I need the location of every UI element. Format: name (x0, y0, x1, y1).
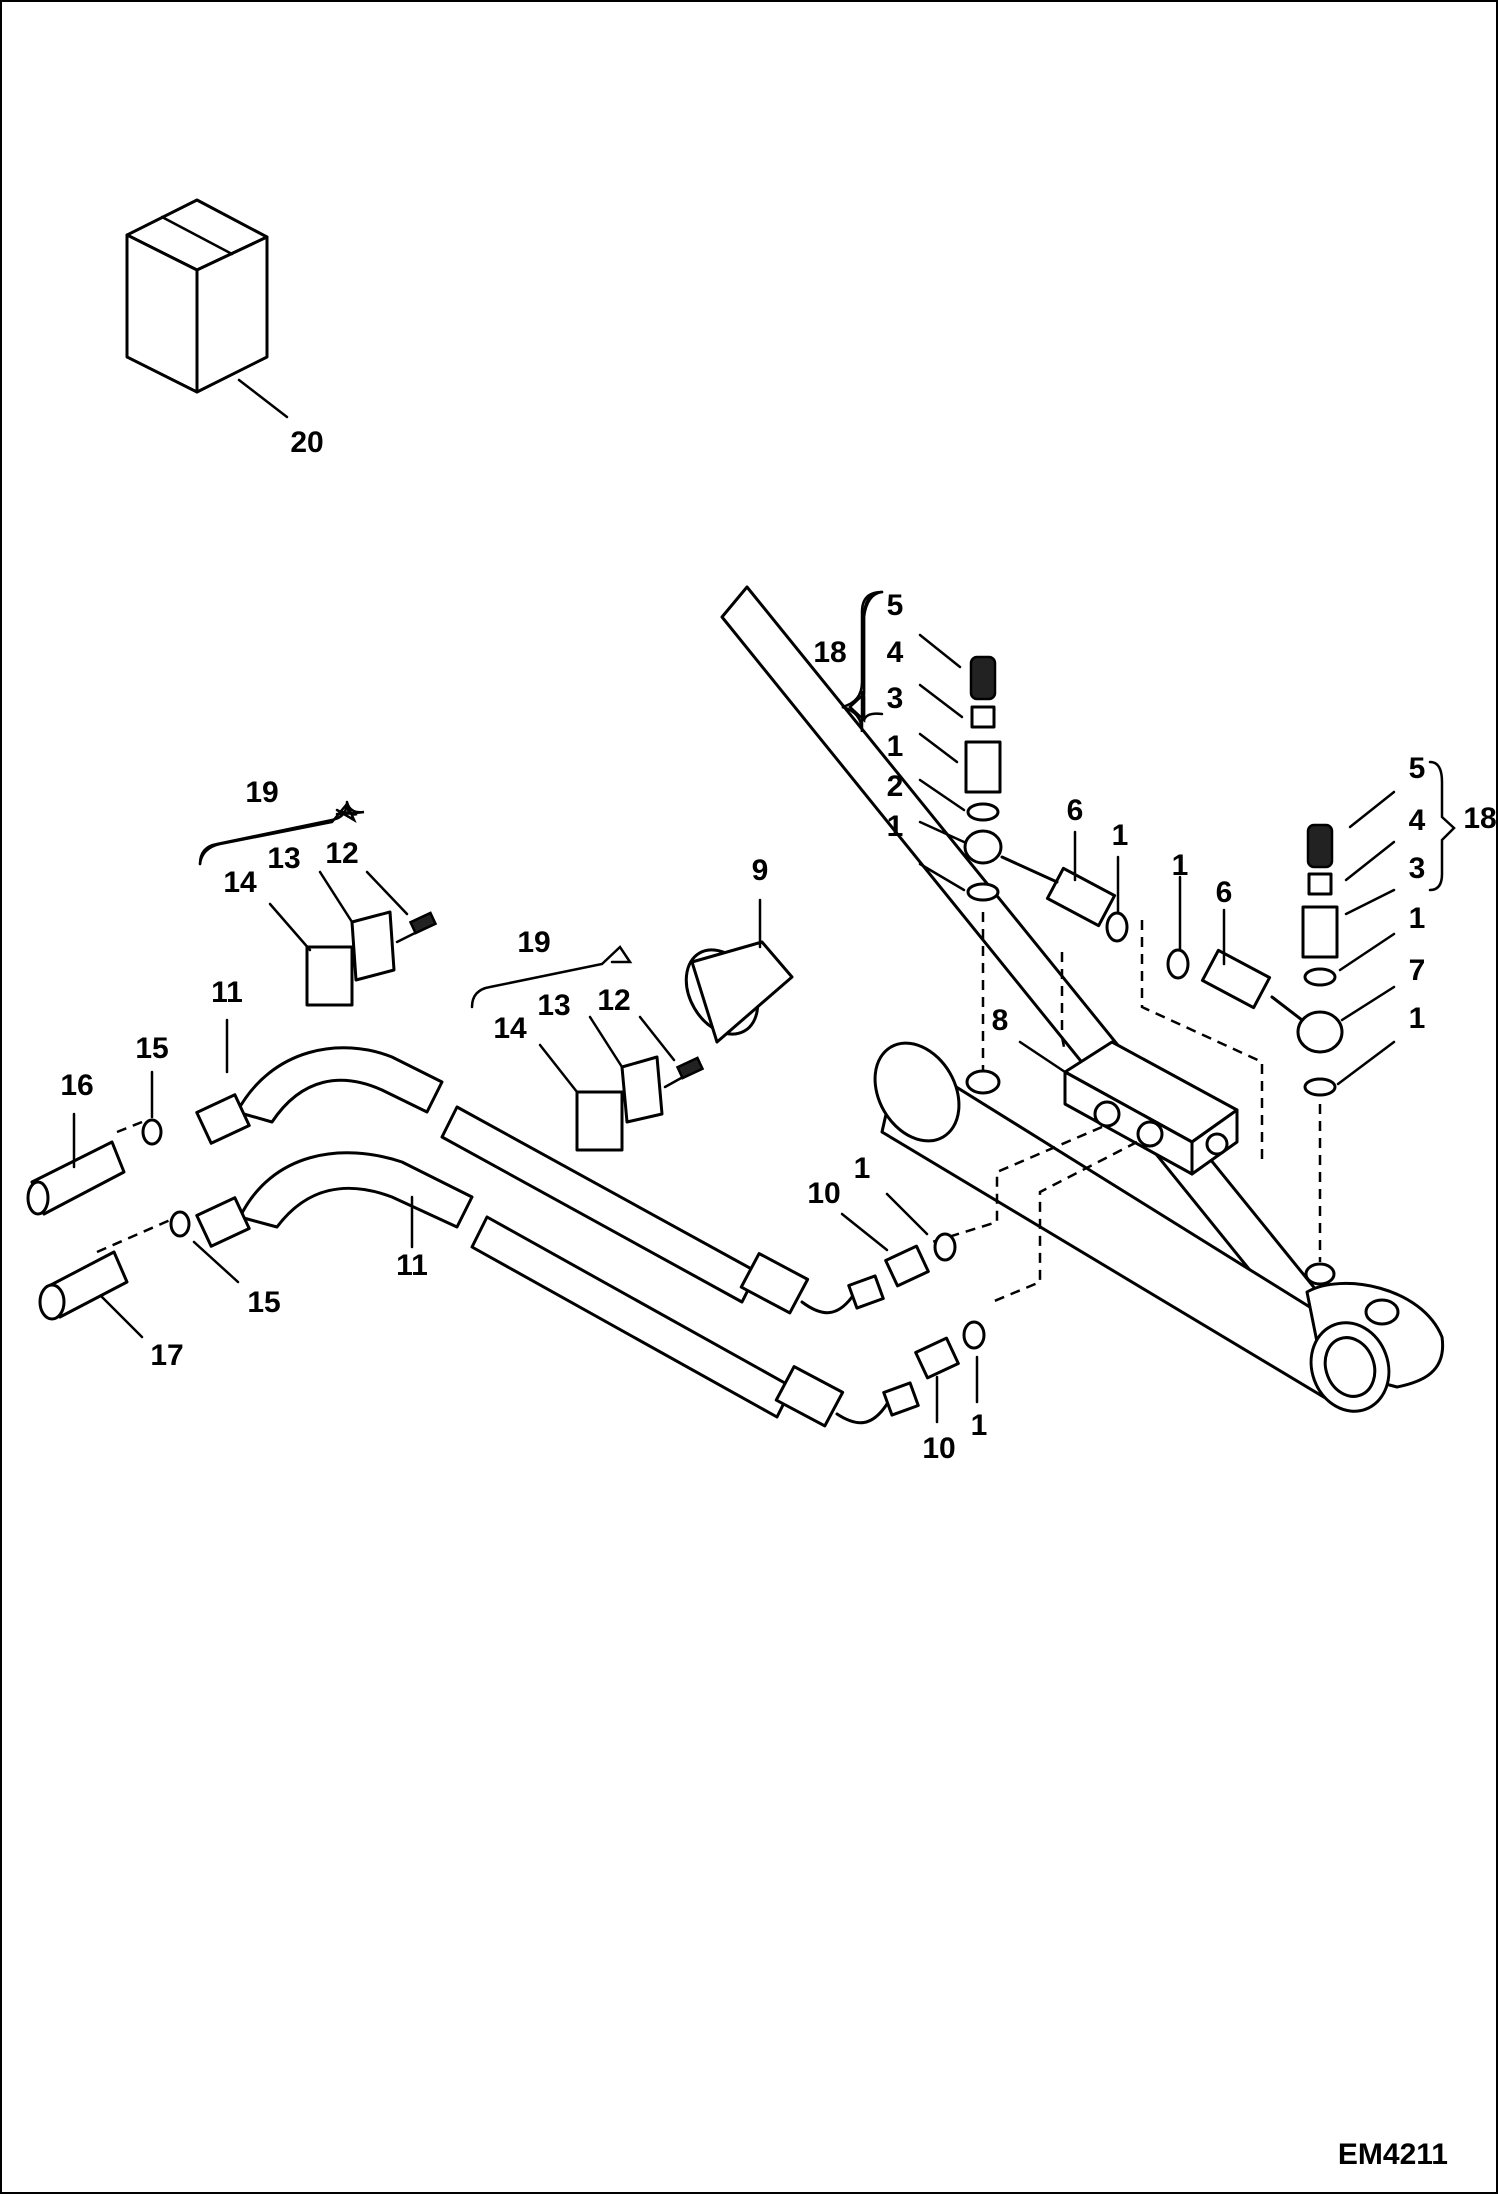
callout-13-upper: 13 (267, 842, 300, 875)
callout-13-lower: 13 (537, 989, 570, 1022)
callout-9: 9 (752, 854, 769, 887)
callout-1-a: 1 (887, 730, 904, 763)
part-10-adapters (884, 1232, 986, 1380)
part-18-valve-stack-left (963, 655, 1304, 1022)
callout-7: 7 (1409, 954, 1426, 987)
callout-16: 16 (60, 1069, 93, 1102)
callout-12-upper: 12 (325, 837, 358, 870)
part-18-valve-stack-right (1296, 823, 1344, 1097)
callout-6-left: 6 (1067, 794, 1084, 827)
part-11-hoses (195, 1046, 920, 1428)
part-16-17-couplers (26, 1118, 191, 1321)
callout-15-lower: 15 (247, 1286, 280, 1319)
callout-1-c: 1 (1112, 819, 1129, 852)
part-8-valve-block (1063, 1040, 1239, 1176)
callout-14-lower: 14 (493, 1012, 527, 1045)
callout-1-d: 1 (1172, 849, 1189, 882)
callout-4-left: 4 (887, 636, 904, 669)
callout-1-g: 1 (854, 1152, 871, 1185)
callout-3-right: 3 (1409, 852, 1426, 885)
callout-1-e: 1 (1409, 902, 1426, 935)
callout-10-upper: 10 (807, 1177, 840, 1210)
part-19-clamp-lower (575, 1055, 705, 1152)
callout-4-right: 4 (1409, 804, 1426, 837)
callout-14-upper: 14 (223, 866, 257, 899)
callout-19-lower: 19 (517, 926, 550, 959)
callout-18-right: 18 (1463, 802, 1496, 835)
callout-11-lower: 11 (396, 1249, 428, 1282)
leader-lines (72, 378, 1456, 1424)
callout-17: 17 (150, 1339, 183, 1372)
callout-1-h: 1 (971, 1409, 988, 1442)
callout-6-right: 6 (1216, 876, 1233, 909)
callout-1-b: 1 (887, 810, 904, 843)
callout-10-lower: 10 (922, 1432, 955, 1465)
part-20-kit-box (125, 198, 269, 394)
callout-19-upper: 19 (245, 776, 278, 809)
callout-15-upper: 15 (135, 1032, 168, 1065)
figure-code: EM4211 (1337, 2138, 1448, 2171)
callout-20: 20 (290, 426, 323, 459)
callout-5-left: 5 (887, 589, 904, 622)
callout-labels: 20 18 5 4 3 1 2 1 6 1 1 6 5 4 3 18 1 7 1… (60, 426, 1496, 1465)
callout-2: 2 (887, 770, 904, 803)
callout-11-upper: 11 (211, 976, 243, 1009)
callout-8: 8 (992, 1004, 1009, 1037)
callout-3-left: 3 (887, 682, 904, 715)
assembly-paths (96, 912, 1322, 1304)
callout-1-f: 1 (1409, 1002, 1426, 1035)
callout-12-lower: 12 (597, 984, 630, 1017)
part-19-clamp-upper (305, 910, 438, 1007)
callout-5-right: 5 (1409, 752, 1426, 785)
callout-18-left: 18 (813, 636, 846, 669)
